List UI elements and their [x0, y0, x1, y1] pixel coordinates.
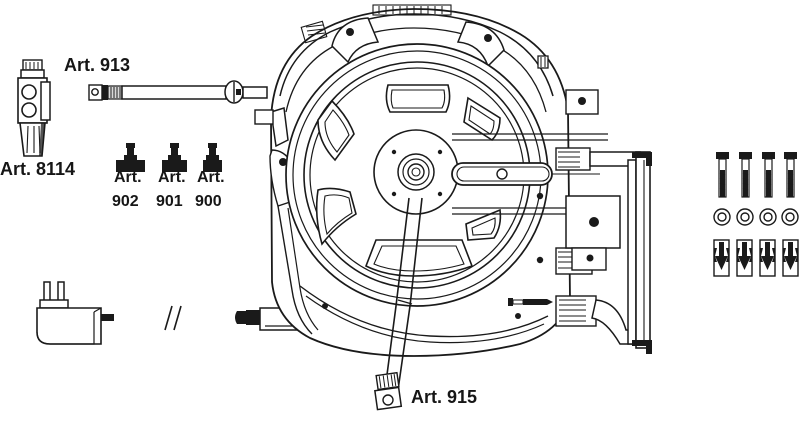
label-art-900-word: Art. [197, 169, 225, 186]
nozzle-art-8114 [17, 59, 51, 157]
wall-bracket [555, 89, 652, 354]
label-art-900-number: 900 [195, 193, 222, 210]
hose-reel-housing [254, 4, 608, 357]
mounting-washers [713, 208, 799, 226]
label-art-902-word: Art. [114, 169, 142, 186]
coupling-art-901 [162, 143, 187, 172]
wall-anchors [713, 239, 799, 277]
small-fixing-screw [508, 298, 553, 306]
hose-art-913 [88, 80, 268, 104]
outlet-hose-art-915 [374, 197, 423, 411]
label-art-901-word: Art. [158, 169, 186, 186]
label-art-913: Art. 913 [64, 55, 131, 75]
label-art-901-number: 901 [156, 193, 183, 210]
drum-spokes [315, 84, 502, 277]
label-art-8114: Art. 8114 [0, 159, 76, 179]
coupling-art-900 [203, 143, 222, 172]
power-adapter [36, 281, 304, 345]
label-art-915: Art. 915 [411, 387, 478, 407]
label-art-902-number: 902 [112, 193, 139, 210]
coupling-art-902 [116, 143, 145, 172]
vent-slots [300, 4, 452, 44]
mounting-screws [716, 152, 797, 198]
